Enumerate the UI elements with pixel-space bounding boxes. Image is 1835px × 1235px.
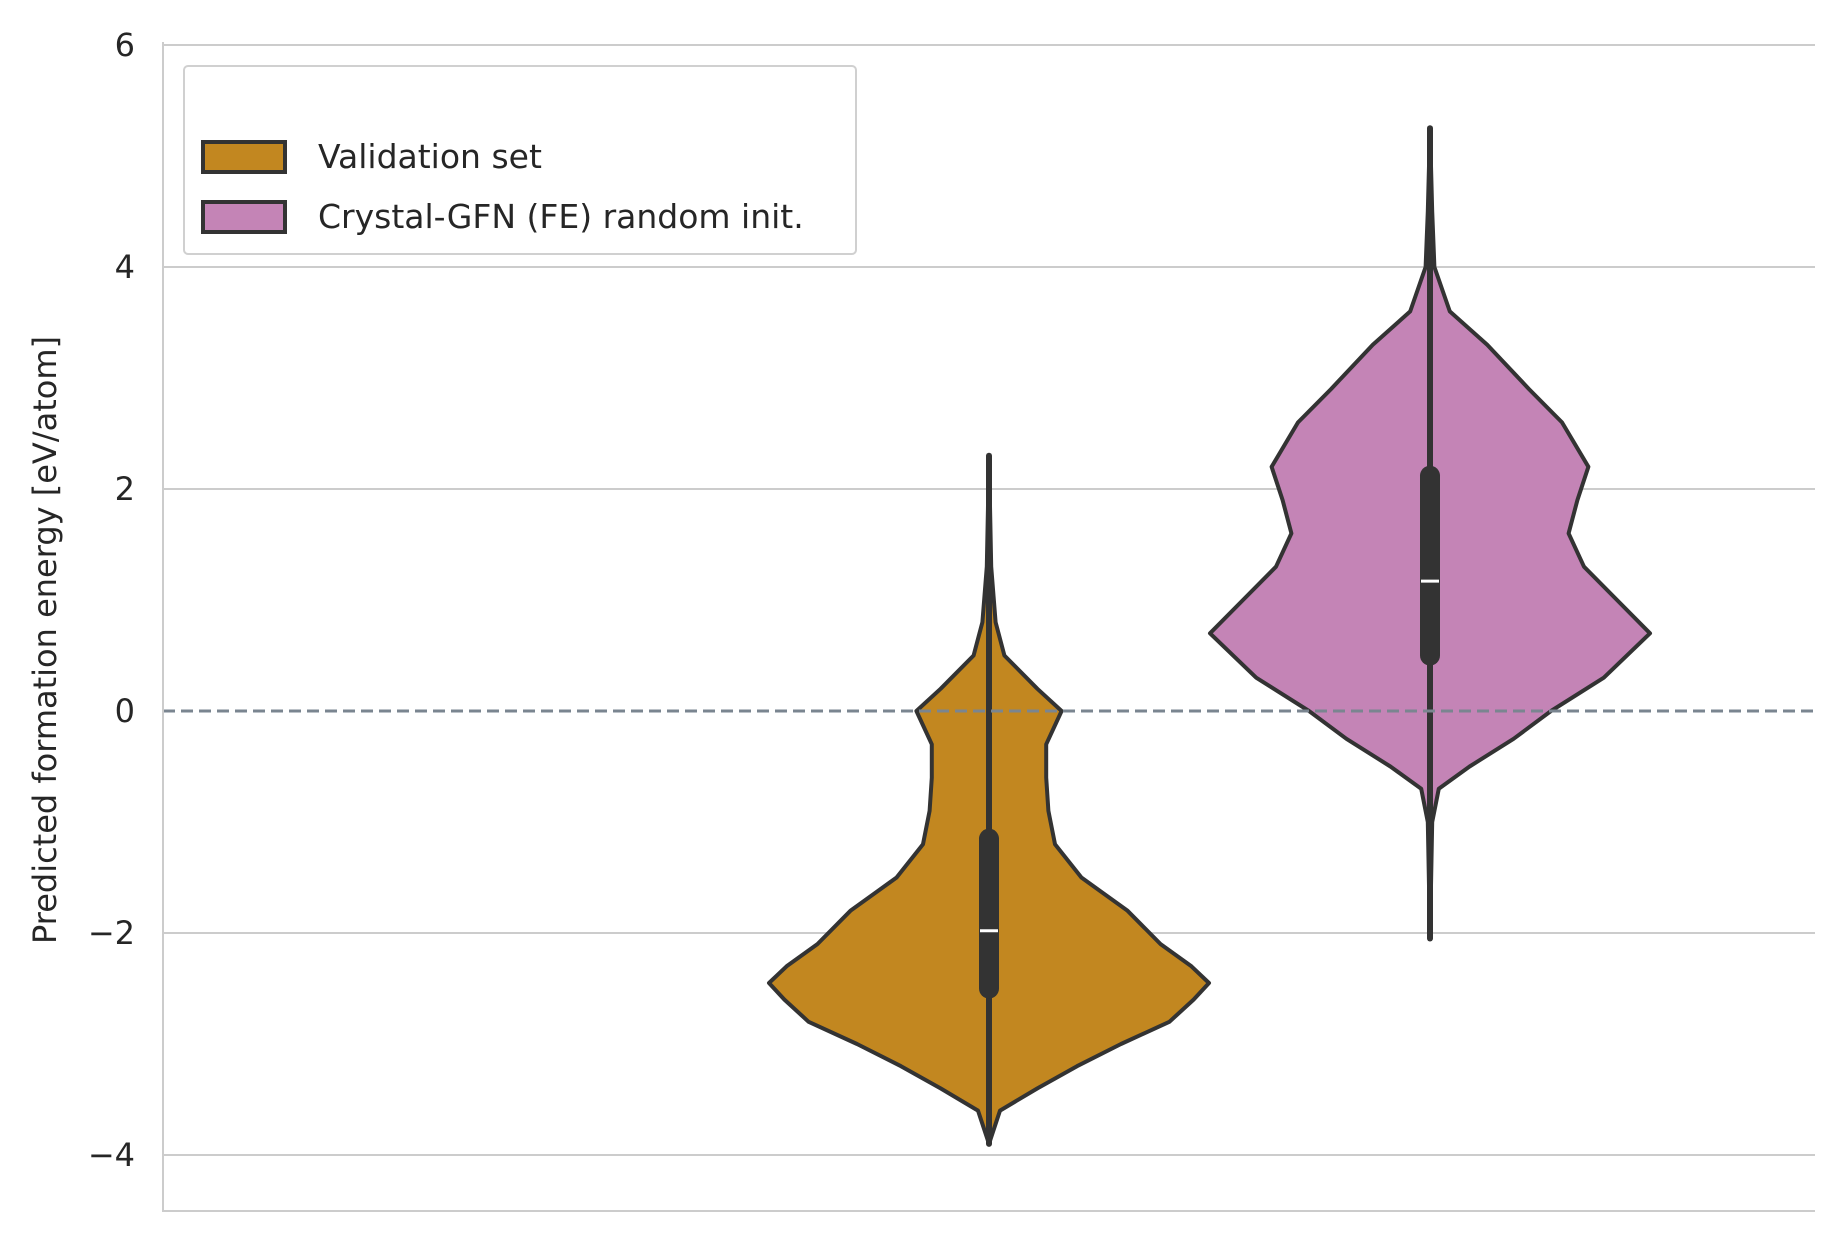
y-tick-label: −4 (88, 1136, 135, 1174)
legend-swatch (201, 200, 287, 234)
y-axis: 6 4 2 0 −2 −4 (88, 26, 1815, 1212)
y-tick-label: 2 (115, 470, 135, 508)
legend-frame (183, 65, 857, 255)
legend-label: Crystal-GFN (FE) random init. (318, 197, 804, 236)
y-tick-label: 4 (115, 248, 135, 286)
y-tick-label: −2 (88, 914, 135, 952)
violins (767, 125, 1652, 1147)
legend-swatch (201, 140, 287, 174)
y-axis-label: Predicted formation energy [eV/atom] (26, 336, 64, 944)
legend-label: Validation set (318, 137, 542, 176)
y-tick-label: 0 (115, 692, 135, 730)
y-tick-label: 6 (115, 26, 135, 64)
